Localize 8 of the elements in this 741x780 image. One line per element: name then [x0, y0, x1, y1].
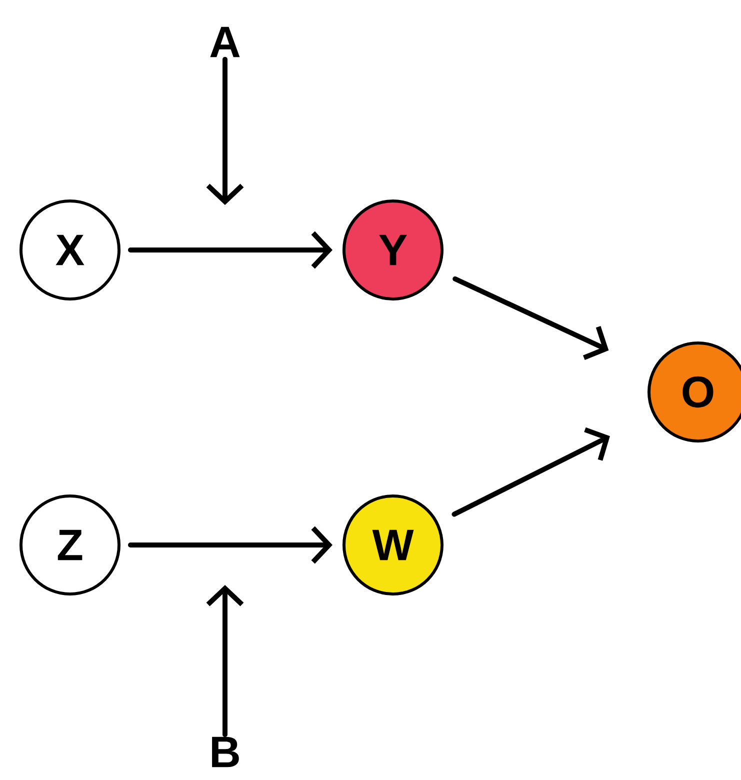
arrow [206, 585, 244, 738]
arrow [452, 276, 609, 360]
arrow [128, 526, 332, 564]
arrow [452, 427, 610, 517]
node-label: A [210, 26, 240, 58]
arrow [206, 56, 244, 205]
node-label: B [212, 736, 239, 768]
arrow [128, 231, 332, 269]
